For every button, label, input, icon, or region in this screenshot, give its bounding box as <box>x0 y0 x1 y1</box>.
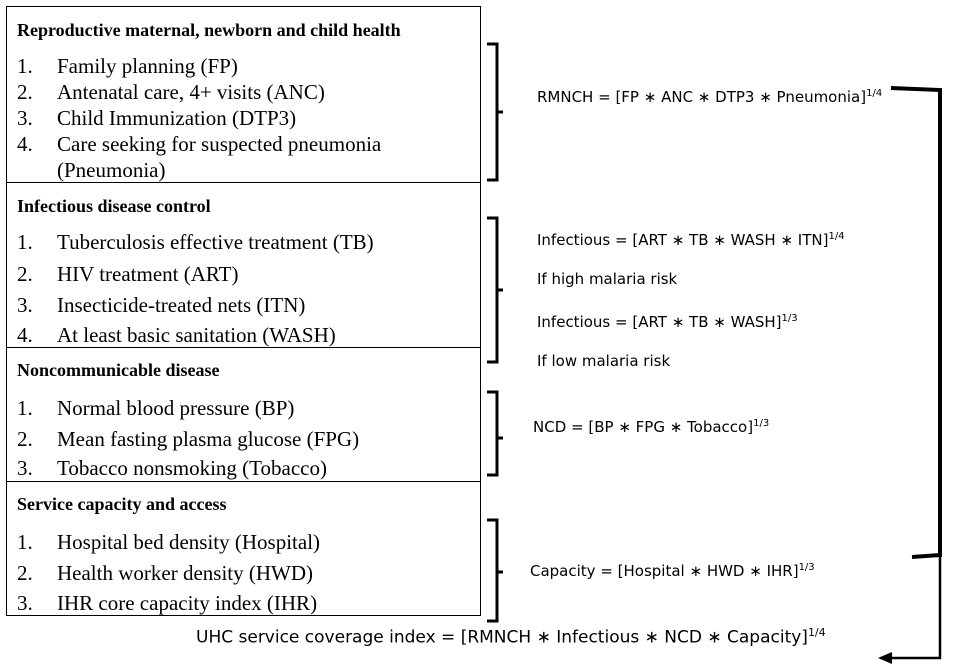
note-low-malaria: If low malaria risk <box>537 352 671 370</box>
section-title-ncd: Noncommunicable disease <box>17 360 220 380</box>
equation-infectious-high: Infectious = [ART ∗ TB ∗ WASH ∗ ITN]1/4 <box>537 231 845 249</box>
section-title-capacity: Service capacity and access <box>17 494 227 514</box>
list-item: 4.Care seeking for suspected pneumonia <box>17 132 382 156</box>
arrow-connector <box>888 330 942 660</box>
section-title-rmnch: Reproductive maternal, newborn and child… <box>17 20 401 40</box>
list-item: 3.IHR core capacity index (IHR) <box>17 591 318 615</box>
bracket-capacity <box>487 518 503 623</box>
bracket-combined <box>890 86 942 559</box>
section-box-rmnch <box>6 6 481 184</box>
list-item: 2.HIV treatment (ART) <box>17 262 239 286</box>
equation-ncd: NCD = [BP ∗ FPG ∗ Tobacco]1/3 <box>533 418 770 436</box>
list-item-continuation: (Pneumonia) <box>57 158 166 182</box>
bracket-rmnch <box>487 42 503 182</box>
bracket-infectious <box>487 216 503 364</box>
note-high-malaria: If high malaria risk <box>537 270 678 288</box>
list-item: 2.Health worker density (HWD) <box>17 561 313 585</box>
list-item: 1.Hospital bed density (Hospital) <box>17 530 321 554</box>
list-item: 1.Family planning (FP) <box>17 54 238 78</box>
equation-uhc-index: UHC service coverage index = [RMNCH ∗ In… <box>196 626 826 648</box>
list-item: 4.At least basic sanitation (WASH) <box>17 323 336 347</box>
section-title-infectious: Infectious disease control <box>17 196 211 216</box>
bracket-ncd <box>487 390 503 477</box>
equation-infectious-low: Infectious = [ART ∗ TB ∗ WASH]1/3 <box>537 313 798 331</box>
list-item: 1.Tuberculosis effective treatment (TB) <box>17 230 374 254</box>
section-box-capacity <box>6 481 481 616</box>
list-item: 2.Antenatal care, 4+ visits (ANC) <box>17 80 325 104</box>
list-item: 3.Insecticide-treated nets (ITN) <box>17 293 306 317</box>
list-item: 1.Normal blood pressure (BP) <box>17 396 295 420</box>
list-item: 3.Tobacco nonsmoking (Tobacco) <box>17 456 327 480</box>
section-box-infectious <box>6 182 481 349</box>
arrow-head-icon <box>878 652 892 664</box>
list-item: 2.Mean fasting plasma glucose (FPG) <box>17 427 360 451</box>
equation-rmnch: RMNCH = [FP ∗ ANC ∗ DTP3 ∗ Pneumonia]1/4 <box>537 88 883 106</box>
list-item: 3.Child Immunization (DTP3) <box>17 106 297 130</box>
equation-capacity: Capacity = [Hospital ∗ HWD ∗ IHR]1/3 <box>530 562 815 580</box>
